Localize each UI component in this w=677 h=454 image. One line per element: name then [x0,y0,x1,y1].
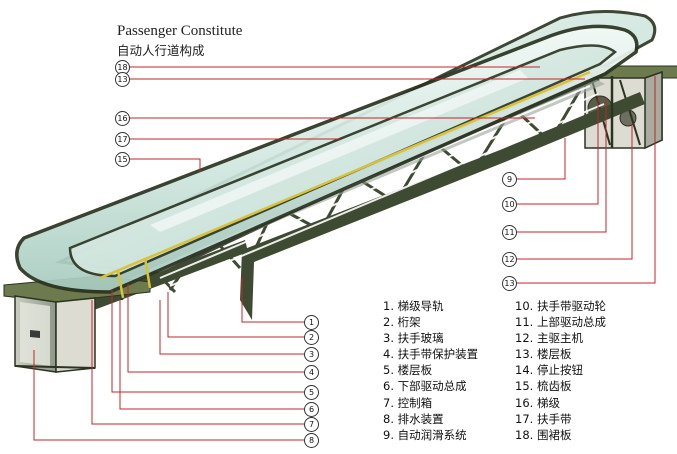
legend-item: 16. 梯级 [515,395,560,410]
legend-item: 9. 自动润滑系统 [383,427,467,442]
callout-lubrication: 9 [502,172,517,187]
legend-item: 6. 下部驱动总成 [383,379,467,394]
callout-floor-plate: 5 [304,385,319,400]
legend-item: 8. 排水装置 [383,411,444,426]
callout-lower-drive: 6 [304,402,319,417]
callout-comb-plate: 15 [115,152,130,167]
callout-upper-drive: 11 [502,225,517,240]
callout-floor-plate-upper: 13 [502,276,517,291]
legend-item: 3. 扶手玻璃 [383,331,444,346]
skirt-trim [99,70,591,299]
diagram-title-chinese: 自动人行道构成 [117,43,205,58]
legend-item: 12. 主驱主机 [515,331,583,346]
callout-handrail-protection: 4 [304,365,319,380]
callout-handrail: 17 [115,132,130,147]
callout-floor-plate-top: 13 [115,72,130,87]
callout-handrail-drive-wheel: 10 [502,197,517,212]
legend-item: 1. 梯级导轨 [383,299,444,313]
callout-step: 16 [115,111,130,126]
legend-item: 2. 桁架 [383,315,421,330]
callout-handrail-guard-top: 18 [115,60,130,75]
leader-lines [33,66,656,441]
legend-item: 18. 围裙板 [515,427,572,442]
callout-handrail-glass: 3 [304,347,319,362]
callout-step-guide-rail: 1 [304,315,319,330]
legend-item: 4. 扶手带保护装置 [383,347,479,362]
legend-item: 15. 梳齿板 [515,379,572,394]
legend-item: 5. 楼层板 [383,363,433,378]
legend-item: 14. 停止按钮 [515,363,583,378]
legend-item: 13. 楼层板 [515,347,572,362]
callout-control-box: 7 [304,417,319,432]
diagram-title-english: Passenger Constitute [117,23,243,39]
legend-left: 1. 梯级导轨 2. 桁架 3. 扶手玻璃 4. 扶手带保护装置 5. 楼层板 … [383,298,478,443]
legend-item: 11. 上部驱动总成 [515,315,606,330]
legend-item: 10. 扶手带驱动轮 [515,299,606,313]
callout-drainage: 8 [304,433,319,448]
callout-truss: 2 [304,330,319,345]
callout-main-motor: 12 [502,252,517,267]
legend-right: 10. 扶手带驱动轮 11. 上部驱动总成 12. 主驱主机 13. 楼层板 1… [515,298,606,443]
legend-item: 17. 扶手带 [515,411,572,426]
front-balustrade [15,24,639,294]
legend-item: 7. 控制箱 [383,395,433,410]
